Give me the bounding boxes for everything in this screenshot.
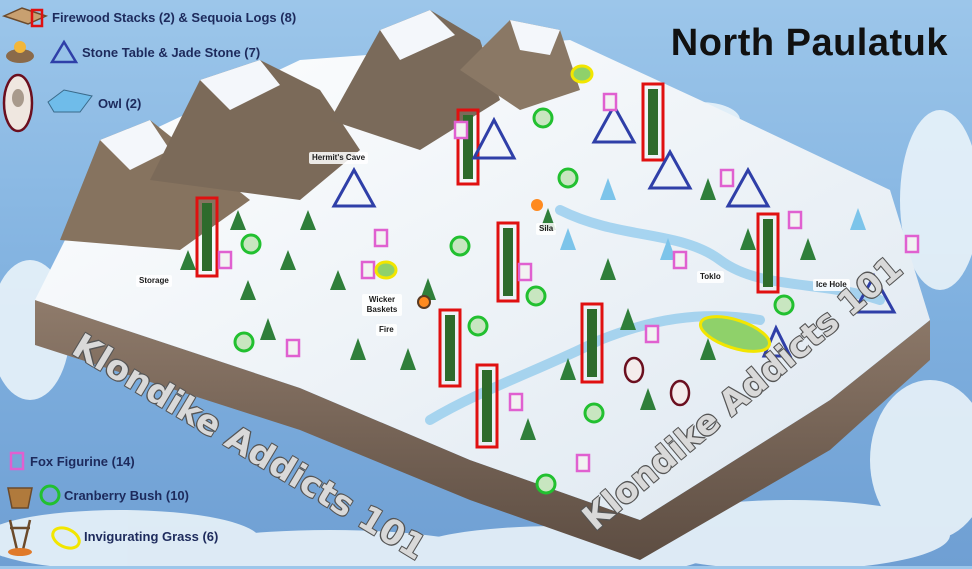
firewood-stack-icon bbox=[1, 7, 49, 28]
cranberry-markers bbox=[233, 107, 795, 495]
stone-marker bbox=[851, 272, 897, 314]
sequoia-log-marker bbox=[475, 363, 499, 449]
stone-marker bbox=[725, 166, 771, 208]
owl-markers bbox=[623, 356, 691, 407]
grass-marker bbox=[698, 315, 772, 353]
grass-marker bbox=[570, 64, 594, 84]
label-sila: Sila bbox=[536, 223, 557, 235]
cliff-face bbox=[35, 300, 930, 560]
mountains bbox=[60, 10, 580, 250]
sequoia-log-marker bbox=[496, 221, 520, 303]
label-wicker-baskets: Wicker Baskets bbox=[362, 294, 402, 316]
cranberry-marker bbox=[467, 315, 489, 337]
stone-marker bbox=[331, 166, 377, 208]
fox-marker bbox=[453, 120, 469, 140]
fox-marker bbox=[672, 250, 688, 270]
stone-table-icon bbox=[6, 39, 79, 64]
fox-marker bbox=[719, 168, 735, 188]
fox-marker bbox=[517, 262, 533, 282]
legend-cranberry: Cranberry Bush (10) bbox=[4, 478, 189, 512]
stone-marker bbox=[647, 148, 693, 190]
label-hermits-cave: Hermit's Cave bbox=[309, 152, 369, 164]
sequoia-log-marker bbox=[580, 302, 604, 384]
owl-icon bbox=[2, 73, 93, 133]
grass-stand-icon bbox=[8, 519, 81, 556]
cranberry-marker bbox=[535, 473, 557, 495]
owl-marker bbox=[623, 356, 645, 384]
label-ice-hole: Ice Hole bbox=[813, 279, 850, 291]
fox-marker bbox=[644, 324, 660, 344]
stone-markers bbox=[331, 102, 897, 358]
stone-marker bbox=[591, 102, 637, 144]
sequoia-log-marker bbox=[438, 308, 462, 388]
cranberry-marker bbox=[449, 235, 471, 257]
grass-markers bbox=[374, 64, 772, 353]
fox-marker bbox=[575, 453, 591, 473]
label-storage: Storage bbox=[136, 275, 172, 287]
legend-stone: Stone Table & Jade Stone (7) bbox=[0, 38, 260, 66]
sequoia-log-marker bbox=[641, 82, 665, 162]
sequoia-log-marker bbox=[456, 108, 480, 186]
fox-marker bbox=[787, 210, 803, 230]
fox-marker bbox=[217, 250, 233, 270]
ice-trees bbox=[560, 178, 866, 260]
owl-marker bbox=[669, 379, 691, 407]
stone-marker bbox=[471, 116, 517, 160]
cranberry-marker bbox=[557, 167, 579, 189]
legend-grass: Invigurating Grass (6) bbox=[4, 514, 218, 558]
legend-firewood: Firewood Stacks (2) & Sequoia Logs (8) bbox=[0, 4, 296, 30]
fox-marker bbox=[285, 338, 301, 358]
cranberry-marker bbox=[583, 402, 605, 424]
grass-marker bbox=[374, 260, 398, 280]
firewood-markers bbox=[195, 82, 780, 449]
cranberry-marker bbox=[773, 294, 795, 316]
sila-fire-icon bbox=[531, 199, 543, 211]
sequoia-log-marker bbox=[195, 196, 219, 278]
map-title: North Paulatuk bbox=[670, 22, 948, 64]
cranberry-marker bbox=[532, 107, 554, 129]
fire-icon bbox=[417, 295, 431, 309]
fox-marker bbox=[360, 260, 376, 280]
legend-fox: Fox Figurine (14) bbox=[8, 450, 135, 472]
fox-marker bbox=[602, 92, 618, 112]
cranberry-marker bbox=[525, 285, 547, 307]
label-fire: Fire bbox=[376, 324, 397, 336]
cranberry-marker bbox=[233, 331, 255, 353]
label-toklo: Toklo bbox=[697, 271, 724, 283]
fox-figurine-icon bbox=[9, 451, 25, 471]
sequoia-log-marker bbox=[756, 212, 780, 294]
fox-marker bbox=[373, 228, 389, 248]
legend-owl: Owl (2) bbox=[2, 72, 141, 134]
fox-marker bbox=[904, 234, 920, 254]
fox-markers bbox=[217, 92, 920, 473]
fox-marker bbox=[508, 392, 524, 412]
cranberry-marker bbox=[240, 233, 262, 255]
cranberry-basket-icon bbox=[7, 484, 61, 509]
